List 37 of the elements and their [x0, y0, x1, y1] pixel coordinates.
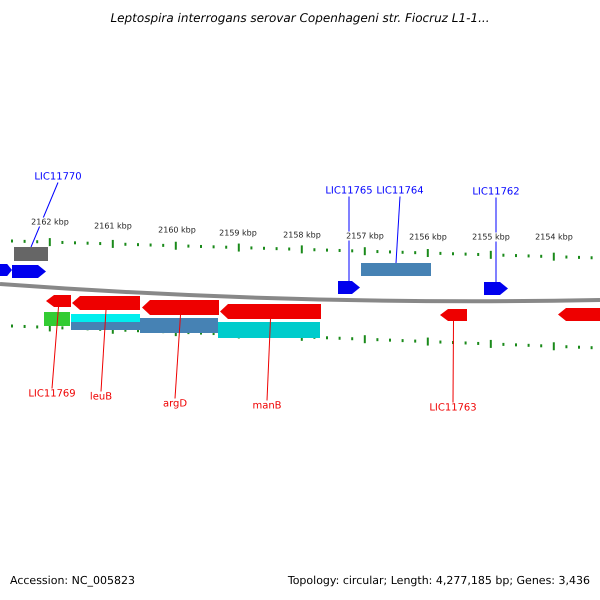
scale-label: 2162 kbp	[30, 218, 70, 226]
gene-feature	[338, 281, 360, 294]
feature-bar	[14, 247, 48, 261]
gene-label: LIC11769	[28, 388, 76, 400]
scale-label: 2159 kbp	[218, 228, 258, 238]
scale-label: 2160 kbp	[157, 226, 197, 234]
leader-line	[348, 196, 350, 282]
leader-line	[396, 196, 400, 264]
gene-label: LIC11764	[376, 186, 424, 196]
leader-line	[52, 306, 59, 389]
gene-label: LIC11770	[34, 172, 82, 182]
accession-text: Accession: NC_005823	[10, 574, 136, 587]
gene-feature	[46, 295, 71, 307]
scale-label: 2158 kbp	[282, 230, 322, 240]
scale-label: 2155 kbp	[471, 232, 511, 242]
scale-label: 2157 kbp	[345, 232, 385, 240]
leader-line	[174, 314, 181, 399]
scale-label: 2154 kbp	[534, 232, 574, 242]
gene-label: LIC11765	[325, 186, 373, 196]
leader-line	[266, 318, 271, 401]
leader-line	[452, 320, 454, 403]
gene-label: LIC11763	[429, 402, 477, 414]
scale-label: 2156 kbp	[408, 232, 448, 242]
scale-label: 2161 kbp	[93, 222, 133, 230]
leader-line	[30, 182, 58, 248]
gene-label: argD	[162, 398, 188, 410]
gene-feature	[220, 304, 321, 319]
title: Leptospira interrogans serovar Copenhageni str. Fiocruz L1-1...	[110, 11, 490, 25]
gene-feature	[484, 282, 508, 295]
gene-label: manB	[252, 400, 282, 412]
gene-label: LIC11762	[472, 186, 520, 198]
gene-label: leuB	[90, 392, 112, 402]
gene-feature	[142, 300, 219, 315]
gene-feature	[440, 309, 467, 321]
feature-bar	[361, 263, 431, 276]
leader-line	[100, 310, 106, 392]
genome-info-text: Topology: circular; Length: 4,277,185 bp; Genes: 3,436	[288, 574, 590, 587]
